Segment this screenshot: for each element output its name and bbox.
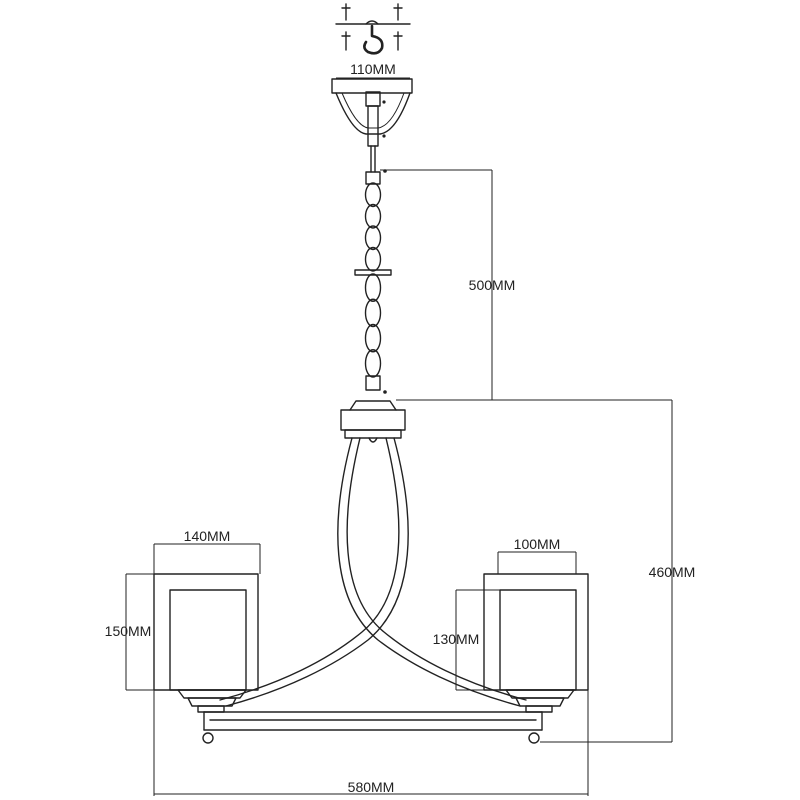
left-lamp-shade: [153, 573, 259, 713]
chain-link: [364, 323, 382, 353]
chain-link: [364, 349, 382, 378]
chain-link: [364, 225, 382, 251]
total-height-dimension: 460MM: [492, 399, 696, 743]
bottom-crossbar: [202, 711, 543, 744]
chain-length-dimension: 500MM: [380, 169, 516, 401]
mounting-hardware: [335, 3, 411, 55]
screw-icon: [341, 31, 351, 51]
ceiling-canopy: [331, 78, 413, 147]
ceiling-hook-icon: [363, 24, 384, 55]
total-height-label: 460MM: [649, 564, 696, 580]
screw-icon: [393, 31, 403, 51]
chain-length-label: 500MM: [469, 277, 516, 293]
chain-link: [364, 273, 382, 302]
central-body: [340, 400, 406, 443]
chain-link: [364, 246, 382, 272]
chain-link: [364, 203, 382, 229]
inner-shade-width-label: 100MM: [514, 536, 561, 552]
chain-link: [364, 182, 382, 208]
left-shade-dimensions: 140MM 150MM: [105, 528, 261, 691]
right-shade-dimensions: 100MM 130MM: [433, 536, 577, 691]
right-lamp-shade: [483, 573, 589, 713]
screw-icon: [393, 3, 403, 21]
mounting-bar: [335, 20, 411, 25]
curved-arms: [219, 437, 527, 707]
shade-height-label: 150MM: [105, 623, 152, 639]
overall-width-dimension: 580MM: [153, 690, 589, 796]
screw-icon: [341, 3, 351, 21]
inner-shade-height-label: 130MM: [433, 631, 480, 647]
chain-link: [364, 298, 382, 328]
suspension-chain: [354, 145, 392, 394]
canopy-width-label: 110MM: [350, 61, 396, 77]
overall-width-label: 580MM: [348, 779, 395, 795]
shade-width-label: 140MM: [184, 528, 231, 544]
